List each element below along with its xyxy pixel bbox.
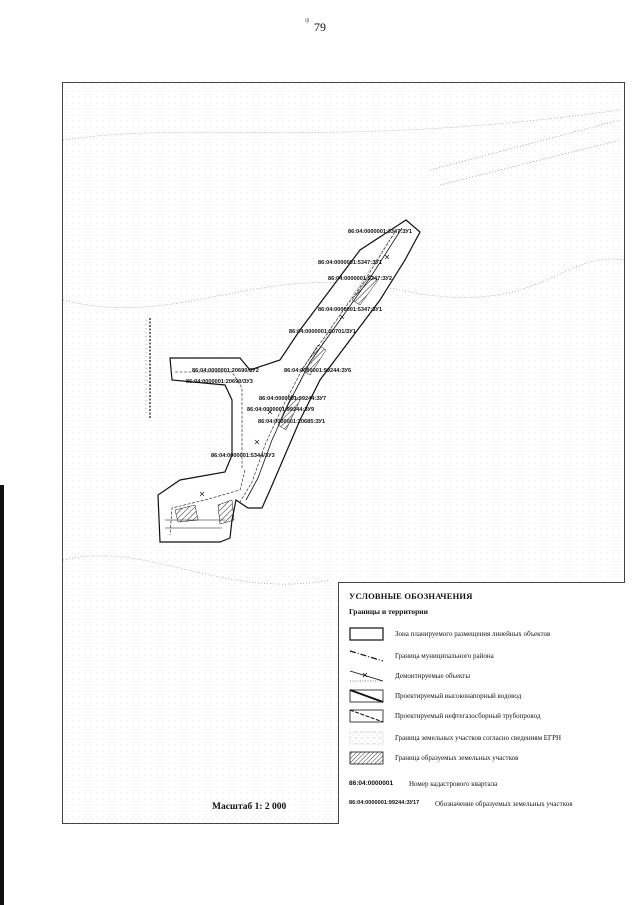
zone-rect-icon <box>349 627 384 641</box>
parcel-label: 86:04:0000001:3347:ЗУ1 <box>348 229 412 235</box>
left-boundary-line <box>145 318 151 418</box>
parcel-code: 86:04:0000001:99244:ЗУ17 <box>349 800 420 806</box>
parcel-label: 86:04:0000001:5347:ЗУ2 <box>328 276 392 282</box>
parcel-labels: 86:04:0000001:3347:ЗУ1 86:04:0000001:534… <box>186 229 412 459</box>
cadastral-code: 86:04:0000001 <box>349 780 394 787</box>
parcel-label: 86:04:0000001:20701/ЗУ1 <box>289 329 356 335</box>
legend-item: Проектируемый нефтегазосборный трубопров… <box>349 709 624 725</box>
legend-item: Граница земельных участков согласно свед… <box>349 731 624 747</box>
municipal-border-icon <box>349 650 384 662</box>
legend-box: УСЛОВНЫЕ ОБОЗНАЧЕНИЯ Границы и территори… <box>338 582 625 824</box>
parcel-code-text: Обозначение образуемых земельных участко… <box>435 800 573 808</box>
formed-parcels-icon <box>349 751 384 765</box>
parcel-label: 86:04:0000001:20685:ЗУ1 <box>258 419 325 425</box>
legend-item: Зона планируемого размещения линейных об… <box>349 627 624 643</box>
legend-parcel-code-row: 86:04:0000001:99244:ЗУ17 Обозначение обр… <box>349 797 624 813</box>
left-edge-bar <box>0 485 4 905</box>
map-scale: Масштаб 1: 2 000 <box>212 802 287 812</box>
legend-subtitle: Границы и территории <box>349 607 428 616</box>
top-mark: ψ <box>305 16 310 24</box>
page-number: 79 <box>314 20 326 34</box>
parcel-label: 86:04:0000001:99244:ЗУ6 <box>284 368 351 374</box>
parcel-label: 86:04:0000001:5344/ЗУ3 <box>211 453 275 459</box>
egrn-border-icon <box>349 731 384 745</box>
legend-item: Проектируемый высоконапорный водовод <box>349 689 624 705</box>
parcel-label: 86:04:0000001:5347:ЗУ1 <box>318 260 382 266</box>
cadastral-text: Номер кадастрового квартала <box>409 780 498 788</box>
parcel-label: 86:04:0000001:99244:ЗУ7 <box>259 396 326 402</box>
legend-title: УСЛОВНЫЕ ОБОЗНАЧЕНИЯ <box>349 591 473 601</box>
legend-item: Демонтируемые объекты <box>349 669 624 685</box>
legend-item: Граница образуемых земельных участков <box>349 751 624 767</box>
parcel-label: 86:04:0000001:20690/ЗУ3 <box>186 379 253 385</box>
legend-cadastral-row: 86:04:0000001 Номер кадастрового квартал… <box>349 777 624 793</box>
legend-item: Граница муниципального района <box>349 649 624 665</box>
planned-zone <box>157 219 421 543</box>
water-pipeline-icon <box>349 689 384 703</box>
parcel-label: 86:04:0000001:5347:ЗУ1 <box>318 307 382 313</box>
dismantled-objects-icon <box>349 670 384 682</box>
oil-gas-pipeline-icon <box>349 709 384 723</box>
parcel-label: 86:04:0000001:20690/ЗУ2 <box>192 368 259 374</box>
parcel-label: 86:04:0000001:99244:ЗУ9 <box>247 407 314 413</box>
